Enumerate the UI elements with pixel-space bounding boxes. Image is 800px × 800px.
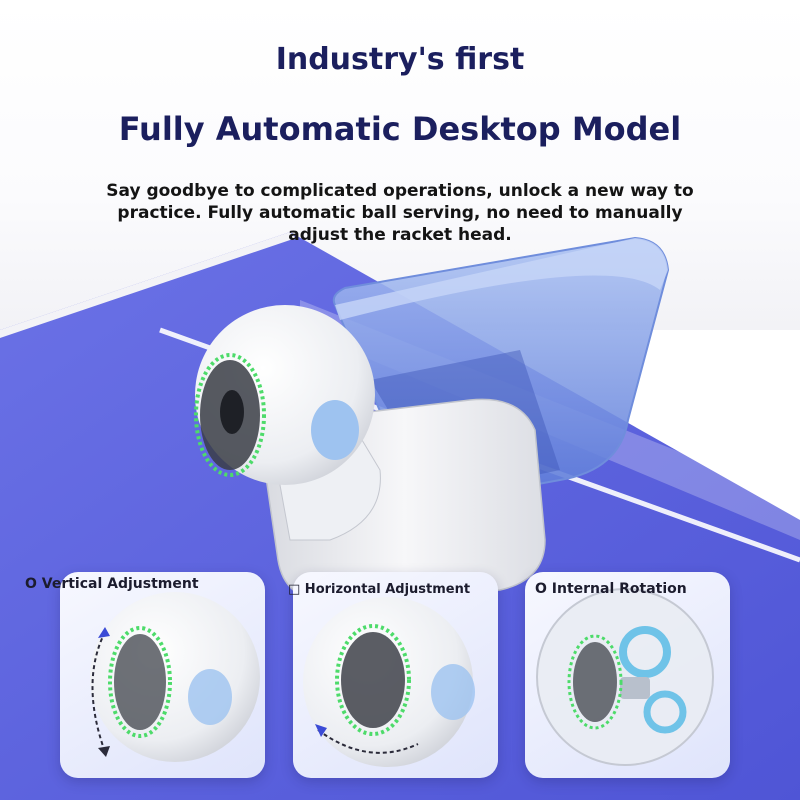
- internal-rotation-image: [536, 588, 714, 766]
- headline-line2: Fully Automatic Desktop Model: [118, 110, 682, 148]
- feature-card-horizontal: [293, 572, 498, 778]
- feature-card-vertical: [60, 572, 265, 778]
- feature-label-vertical: O Vertical Adjustment: [25, 576, 199, 592]
- headline-line1: Industry's first: [275, 42, 525, 77]
- product-description: Say goodbye to complicated operations, u…: [106, 181, 694, 245]
- table-edge: [0, 232, 296, 338]
- led-ring: [194, 353, 266, 477]
- feature-label-rotation: O Internal Rotation: [535, 581, 687, 597]
- vertical-adjustment-image: [90, 592, 260, 762]
- push-button: [311, 400, 359, 460]
- curved-arrow-icon: [91, 631, 106, 753]
- feature-label-horizontal: □ Horizontal Adjustment: [288, 582, 471, 597]
- hopper-rim: [335, 238, 668, 320]
- launcher-mouth: [220, 390, 244, 434]
- feature-card-rotation: [525, 572, 730, 778]
- horizontal-adjustment-image: [303, 597, 475, 767]
